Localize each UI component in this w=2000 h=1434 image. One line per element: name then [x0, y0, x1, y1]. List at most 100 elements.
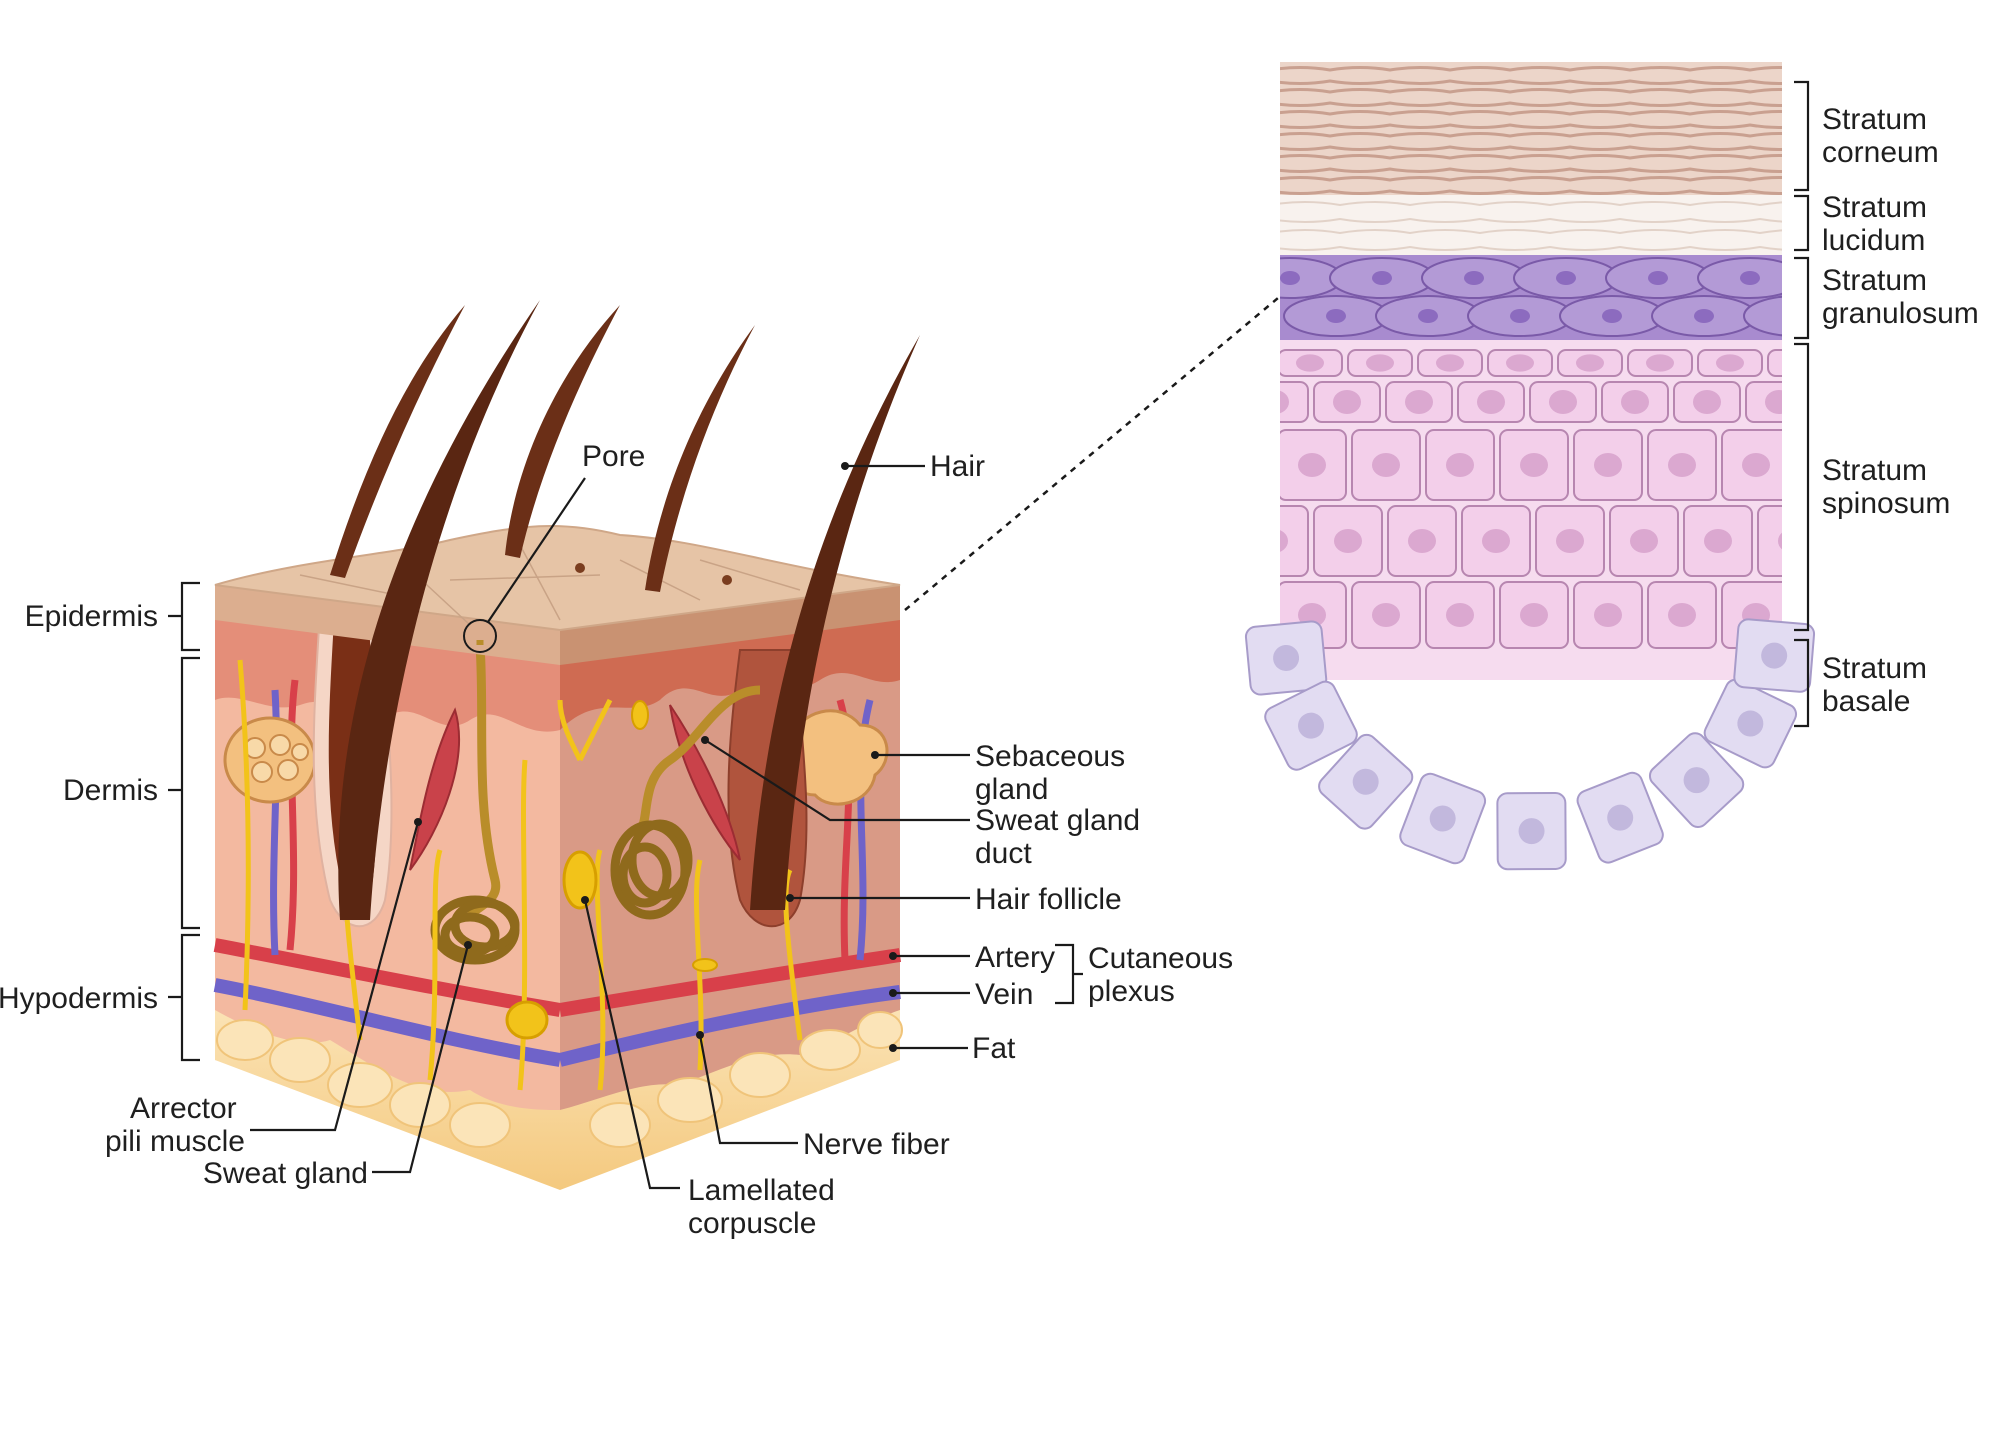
vein-right — [558, 985, 901, 1067]
label-stratum-corneum: Stratum corneum — [1822, 103, 1939, 169]
label-epidermis: Epidermis — [25, 600, 158, 633]
spinosum-nucleus — [1837, 390, 1865, 414]
spinosum-nucleus — [1576, 354, 1604, 372]
spinosum-nucleus — [1224, 603, 1252, 627]
spinosum-nucleus — [1778, 529, 1782, 553]
vein-left — [213, 978, 562, 1067]
lamellated-corpuscle-2 — [505, 1000, 549, 1040]
lamellated-corpuscle-4 — [692, 958, 718, 972]
label-stratum-spinosum: Stratum spinosum — [1822, 454, 1950, 520]
spinosum-nucleus — [1630, 529, 1658, 553]
spinosum-nucleus — [1333, 390, 1361, 414]
lamellated-corpuscle-1 — [562, 850, 598, 910]
corneum-layer — [1280, 62, 1782, 195]
spinosum-nucleus — [1298, 603, 1326, 627]
zoom-connector — [904, 297, 1279, 611]
spinosum-cell — [1757, 505, 1782, 577]
label-fat: Fat — [972, 1032, 1016, 1065]
corneum-line — [1280, 154, 1782, 160]
spinosum-cells — [1204, 349, 1865, 649]
bracket-basale — [1794, 638, 1810, 728]
label-hair-follicle: Hair follicle — [975, 883, 1122, 916]
basale-nucleus — [1273, 644, 1300, 671]
spinosum-nucleus — [1704, 529, 1732, 553]
label-nerve-fiber: Nerve fiber — [803, 1128, 950, 1161]
bracket-epidermis — [168, 581, 200, 652]
basale-nucleus — [1352, 768, 1379, 795]
granulosum-nucleus — [1602, 309, 1622, 323]
label-pore: Pore — [582, 440, 645, 473]
spinosum-nucleus — [1520, 453, 1548, 477]
spinosum-nucleus — [1366, 354, 1394, 372]
basale-cell — [1733, 618, 1816, 693]
artery-left — [213, 938, 562, 1017]
brackets — [168, 80, 1810, 1062]
granulosum-nucleus — [1280, 271, 1300, 285]
granulosum-cells — [1280, 257, 1806, 337]
label-sebaceous-gland: Sebaceous gland — [975, 740, 1133, 806]
spinosum-cell — [1208, 350, 1272, 376]
spinosum-nucleus — [1786, 354, 1814, 371]
label-artery: Artery — [975, 941, 1055, 974]
corneum-line — [1280, 132, 1782, 138]
granulosum-nucleus — [1786, 309, 1806, 323]
spinosum-nucleus — [1594, 603, 1622, 627]
label-hair: Hair — [930, 450, 985, 483]
bracket-cutaneous-plexus — [1055, 943, 1083, 1005]
label-cutaneous-plexus: Cutaneous plexus — [1088, 942, 1241, 1008]
label-stratum-granulosum: Stratum granulosum — [1822, 264, 1979, 330]
arrector-pili-muscle-left — [409, 707, 460, 871]
spinosum-nucleus — [1280, 390, 1289, 414]
leader-dots — [414, 462, 897, 1052]
granulosum-nucleus — [1556, 271, 1576, 285]
basale-cell — [1318, 733, 1414, 830]
leader-sweat-gland — [372, 944, 470, 1174]
corneum-line — [1280, 101, 1782, 107]
sweat-duct-right — [636, 685, 761, 834]
leader-lamellated — [583, 899, 680, 1190]
basale-cells — [1244, 618, 1816, 871]
spinosum-nucleus — [1765, 390, 1782, 414]
spinosum-nucleus — [1436, 354, 1464, 372]
basale-nucleus — [1429, 805, 1456, 832]
granulosum-nucleus — [1740, 271, 1760, 285]
basale-cell — [1244, 620, 1328, 696]
spinosum-nucleus — [1594, 453, 1622, 477]
lamellated-corpuscle-3 — [631, 700, 649, 730]
spinosum-cell — [1204, 430, 1272, 500]
leader-pore — [487, 477, 586, 623]
vessel-loop-2 — [286, 679, 299, 951]
spinosum-nucleus — [1408, 529, 1436, 553]
lucidum-line — [1280, 245, 1782, 251]
spinosum-cell — [1280, 505, 1309, 577]
corneum-line — [1280, 145, 1782, 151]
label-hypodermis: Hypodermis — [0, 982, 158, 1015]
spinosum-nucleus — [1298, 453, 1326, 477]
label-dermis: Dermis — [63, 774, 158, 807]
labels: Pore Hair Epidermis Dermis Hypodermis Se… — [0, 103, 1979, 1240]
spinosum-nucleus — [1280, 529, 1288, 553]
leader-sweat-duct — [704, 739, 970, 822]
label-sweat-gland-duct: Sweat gland duct — [975, 804, 1148, 870]
spinosum-nucleus — [1482, 529, 1510, 553]
label-vein: Vein — [975, 978, 1033, 1011]
lucidum-line — [1280, 217, 1782, 223]
corneum-line — [1280, 79, 1782, 85]
corneum-line — [1280, 189, 1782, 195]
bracket-lucidum — [1794, 194, 1810, 252]
granulosum-nucleus — [1694, 309, 1714, 323]
basale-nucleus — [1761, 642, 1788, 669]
basale-cell — [1703, 678, 1798, 769]
granulosum-nucleus — [1326, 309, 1346, 323]
spinosum-nucleus — [1296, 354, 1324, 372]
spinosum-nucleus — [1742, 453, 1770, 477]
spinosum-nucleus — [1446, 603, 1474, 627]
corneum-line — [1280, 123, 1782, 129]
basale-cell — [1496, 791, 1567, 871]
spinosum-cell — [1767, 349, 1782, 377]
basale-cell — [1576, 771, 1664, 864]
corneum-line — [1280, 66, 1782, 72]
granulosum-nucleus — [1510, 309, 1530, 323]
